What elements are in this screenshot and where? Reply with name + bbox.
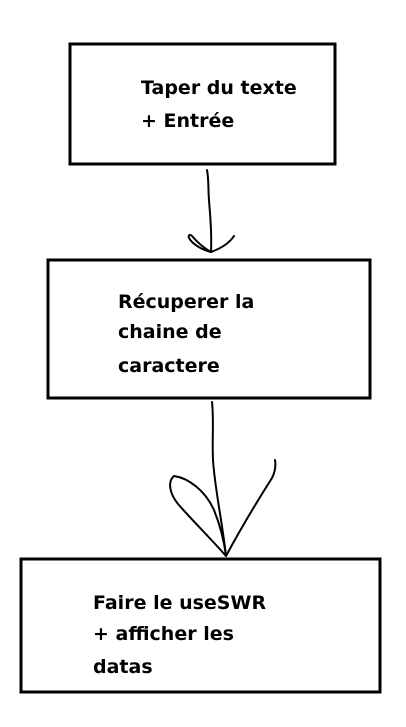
edge-step2-step3 <box>169 401 277 557</box>
edge-step1-step2 <box>187 169 235 253</box>
node-step3-line-3: datas <box>93 656 153 678</box>
node-step3: Faire le useSWR + afficher les datas <box>19 557 382 694</box>
node-step1-line-1: Taper du texte <box>141 77 297 99</box>
node-step2-line-2: chaine de <box>118 321 222 343</box>
edge-step1-step2-arrowhead-right <box>210 235 235 253</box>
node-step1-box <box>68 42 337 166</box>
node-step1-line-2: + Entrée <box>141 110 234 132</box>
node-step2: Récuperer la chaine de caractere <box>46 258 372 400</box>
node-step2-line-3: caractere <box>118 355 220 377</box>
edge-step1-step2-line <box>206 169 213 253</box>
edge-step2-step3-line <box>211 401 227 557</box>
edge-step2-step3-arrowhead-right <box>225 459 277 557</box>
node-step3-line-1: Faire le useSWR <box>93 592 266 614</box>
node-step3-line-2: + afficher les <box>93 623 234 645</box>
node-step2-box <box>46 258 372 400</box>
node-step3-box <box>19 557 382 694</box>
edge-step1-step2-arrowhead-left <box>187 233 212 253</box>
node-step1: Taper du texte + Entrée <box>68 42 337 166</box>
edge-step2-step3-arrowhead-left <box>169 475 227 557</box>
node-step2-line-1: Récuperer la <box>118 291 254 313</box>
